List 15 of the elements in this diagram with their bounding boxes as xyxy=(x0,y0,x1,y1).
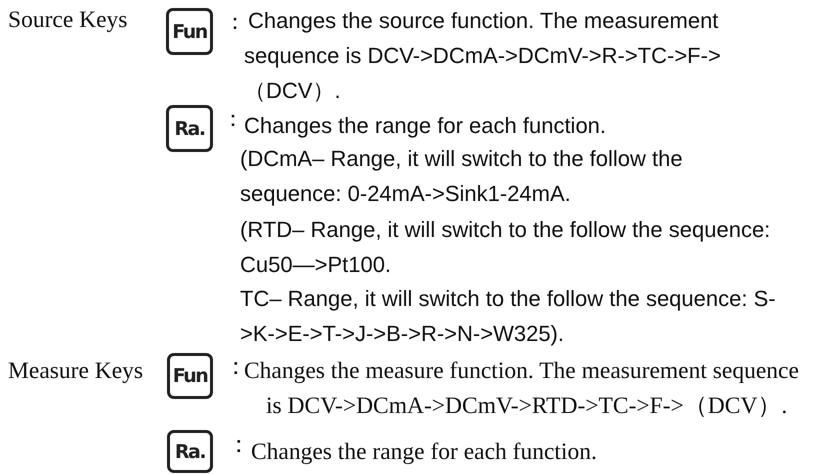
range-note: (RTD– Range, it will switch to the follow the sequence: Cu50—>Pt100. xyxy=(240,216,772,279)
key-icon: Fun xyxy=(166,8,213,55)
range-note: (DCmA– Range, it will switch to the follow the sequence: 0-24mA->Sink1-24mA. xyxy=(240,145,684,208)
key-icon: Ra. xyxy=(166,105,213,152)
key-description: Changes the range for each function. xyxy=(244,112,606,140)
section-heading: Measure Keys xyxy=(8,357,144,386)
range-note: TC– Range, it will switch to the follow the sequence: S->K->E->T->J->B->R->N->W325). xyxy=(240,285,777,348)
key-icon: Fun xyxy=(167,353,213,399)
colon: ： xyxy=(224,8,246,36)
key-description: Changes the source function. The measurement sequence is DCV->DCmA->DCmV->R->TC->F->（DCV）. xyxy=(244,7,722,105)
colon: ： xyxy=(227,431,251,460)
key-description: Changes the range for each function. xyxy=(251,438,597,467)
colon: ： xyxy=(222,105,244,133)
section-heading: Source Keys xyxy=(8,6,128,35)
key-icon: Ra. xyxy=(167,430,213,473)
